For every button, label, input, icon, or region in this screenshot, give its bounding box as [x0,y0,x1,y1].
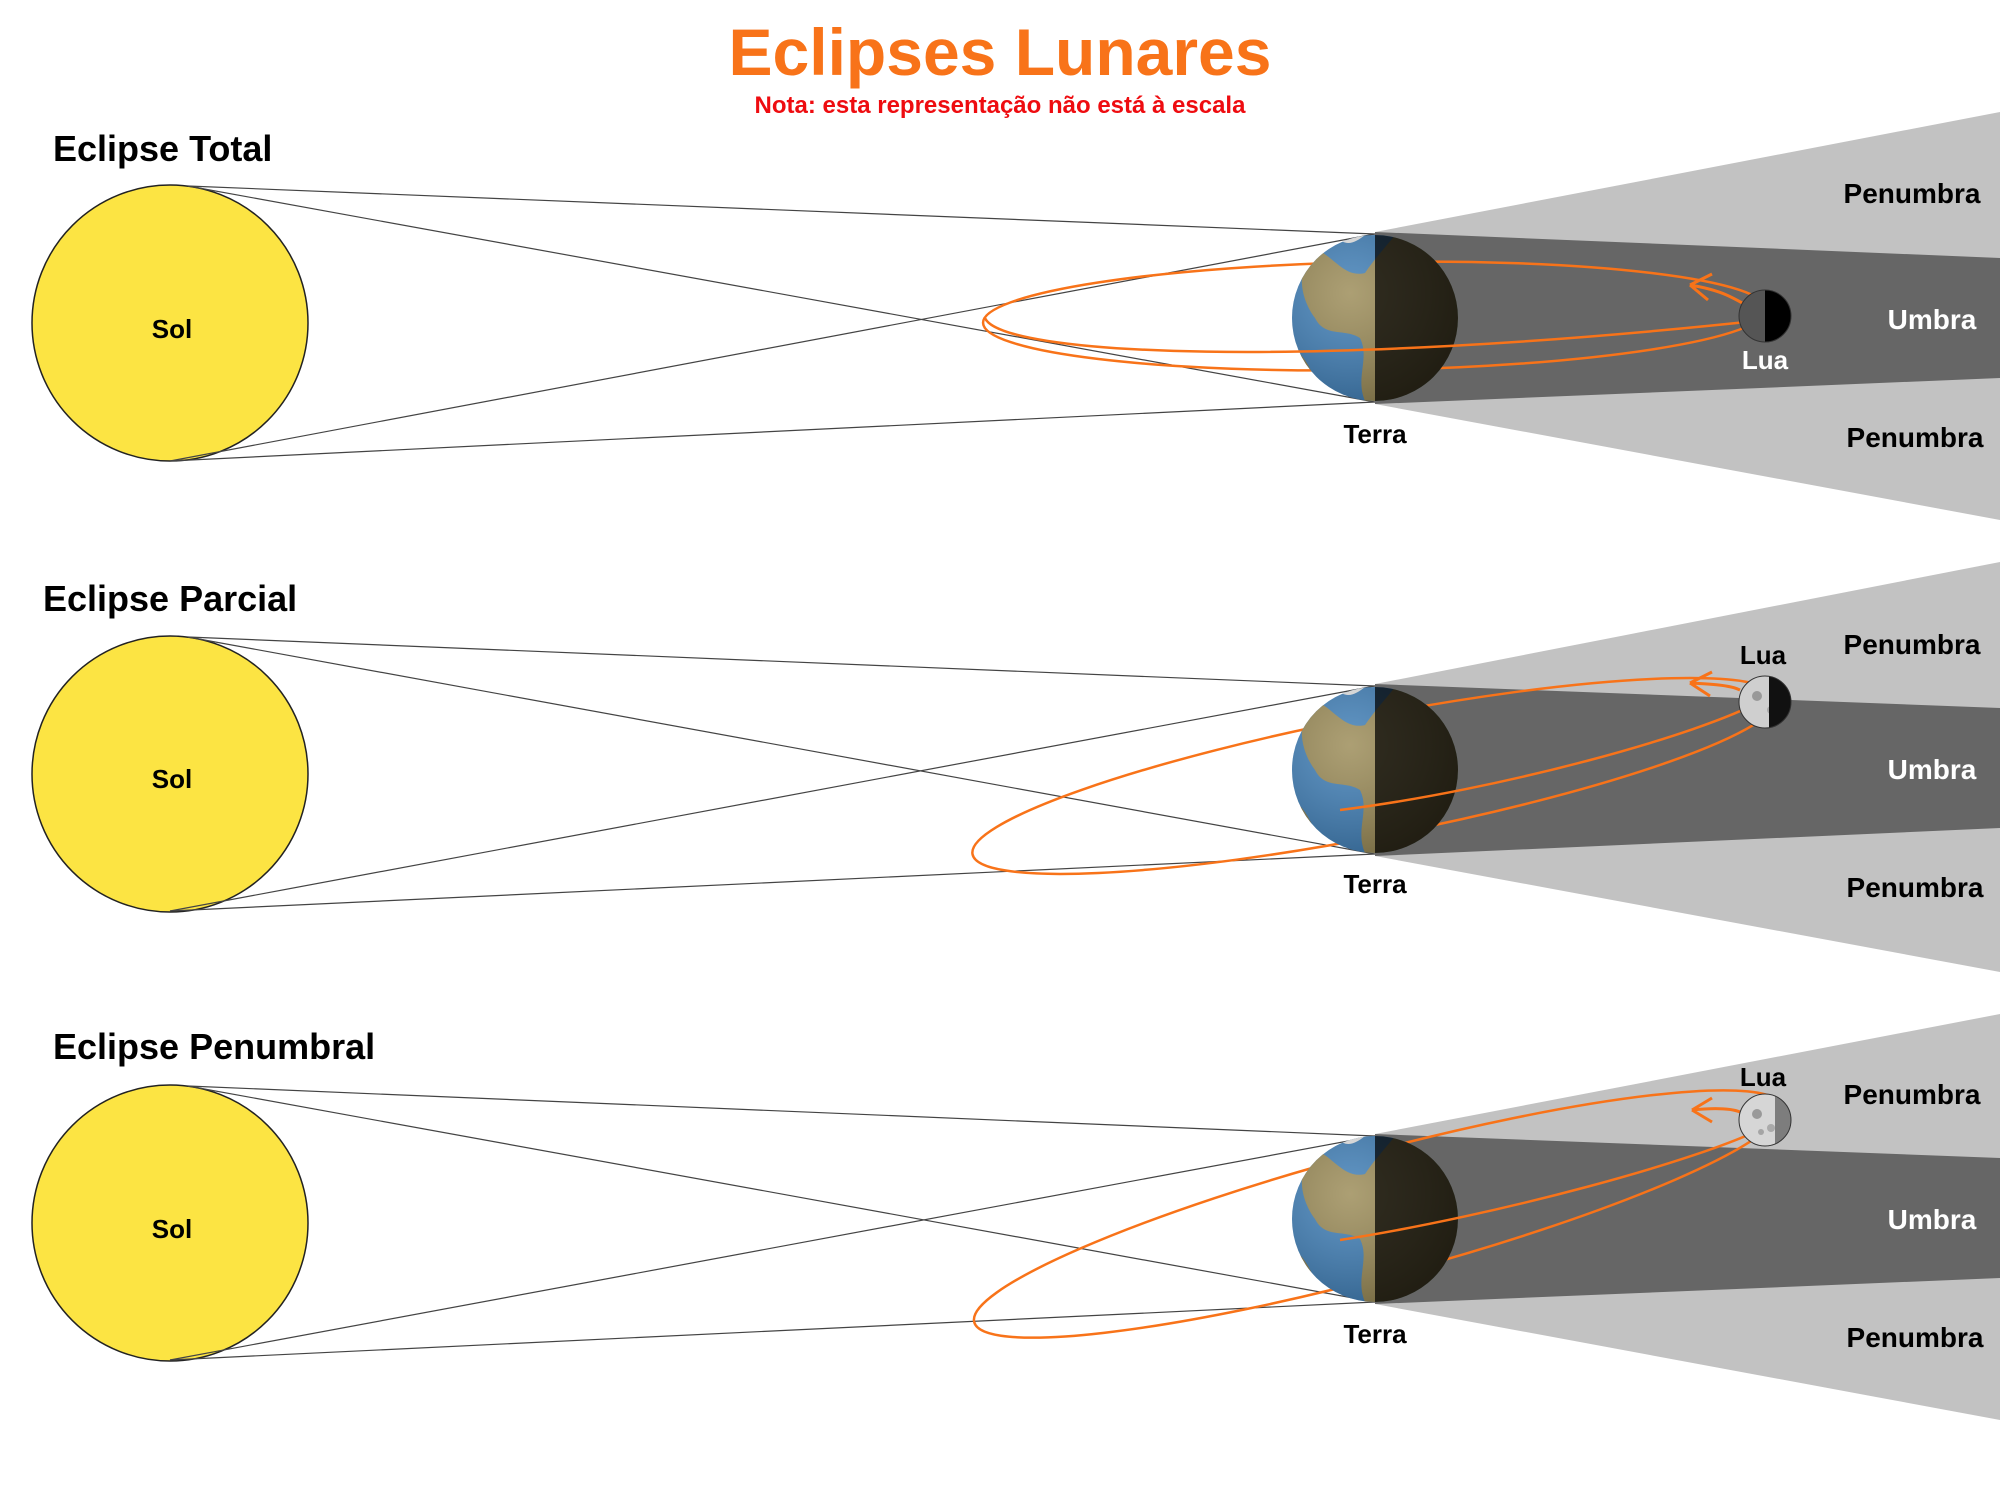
umbra-label: Umbra [1888,304,1977,335]
tangent-lines [169,636,1376,912]
section-title-total: Eclipse Total [53,128,273,169]
earth-icon [1292,235,1458,401]
sun [31,1084,309,1362]
umbra-region [1375,232,2000,404]
penumbra-label-top: Penumbra [1844,178,1981,209]
section-title-parcial: Eclipse Parcial [43,578,298,619]
umbra-label: Umbra [1888,1204,1977,1235]
moon-icon [1738,675,1792,729]
section-total: Sol Terra Lua Penumbra Umbra Penumbra [31,112,2000,520]
penumbra-label-bottom: Penumbra [1847,422,1984,453]
scale-note: Nota: esta representação não está à esca… [754,92,1246,119]
tangent-lines [169,185,1376,462]
earth-icon [1292,687,1458,853]
moon-label: Lua [1740,1062,1787,1092]
penumbra-label-bottom: Penumbra [1847,872,1984,903]
moon-icon [1738,289,1792,343]
tangent-lines [169,1085,1376,1361]
orbit-arrow-icon [1689,670,1741,698]
umbra-region [1375,684,2000,856]
moon-orbit-front [1339,1126,1764,1242]
earth-label: Terra [1343,1319,1407,1349]
umbra-label: Umbra [1888,754,1977,785]
moon-orbit-front [1339,698,1764,812]
earth-label: Terra [1343,419,1407,449]
moon-label: Lua [1740,640,1787,670]
orbit-arrow-icon [1691,1096,1741,1124]
umbra-region [1375,1134,2000,1304]
sun-label: Sol [152,764,192,794]
section-parcial: Sol Terra Lua Penumbra Umbra Penumbra [31,562,2000,972]
moon-label: Lua [1742,345,1789,375]
sun [31,635,309,913]
penumbra-label-top: Penumbra [1844,1079,1981,1110]
moon-orbit-front [983,317,1766,354]
section-title-penumbral: Eclipse Penumbral [53,1026,376,1067]
page-title: Eclipses Lunares [728,15,1272,89]
section-penumbral: Sol Terra Lua Penumbra Umbra Penumbra [31,1014,2000,1420]
penumbra-label-bottom: Penumbra [1847,1322,1984,1353]
earth-label: Terra [1343,869,1407,899]
earth-icon [1292,1136,1458,1302]
moon-icon [1738,1093,1792,1147]
penumbra-label-top: Penumbra [1844,629,1981,660]
sun-label: Sol [152,1214,192,1244]
sun-label: Sol [152,314,192,344]
